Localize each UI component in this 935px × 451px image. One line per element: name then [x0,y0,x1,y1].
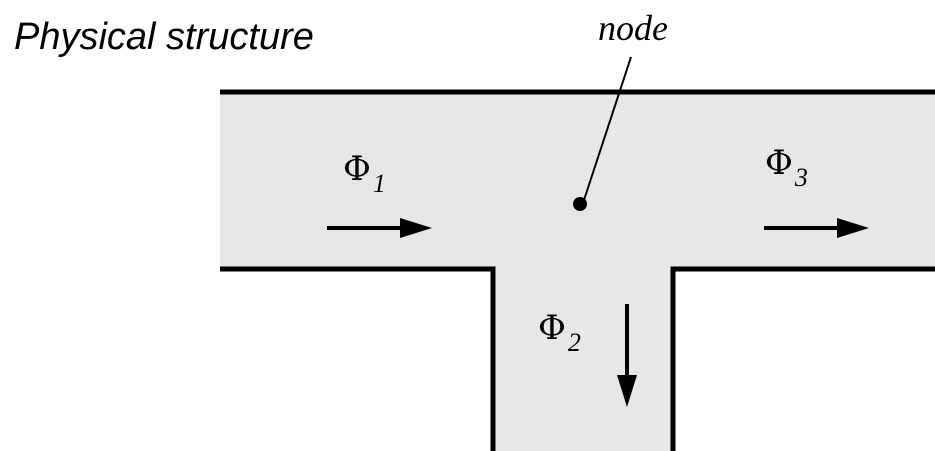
flux-3-symbol: Φ [765,143,793,183]
flux-3-subscript: 3 [794,163,808,192]
node-dot [573,197,587,211]
pipe-right-bottom-wall [670,266,935,451]
flux-1-label: Φ1 [343,149,386,198]
flux-1-arrow [327,218,432,238]
diagram-title: Physical structure [14,16,314,58]
pipe-fill [220,92,935,451]
pipe-left-bottom-wall [220,266,496,451]
flux-2-symbol: Φ [538,308,566,348]
flux-3-label: Φ3 [765,143,808,192]
flux-2-subscript: 2 [568,328,581,357]
flux-1-symbol: Φ [343,149,371,189]
flux-1-subscript: 1 [373,169,386,198]
flux-2-label: Φ2 [538,308,581,357]
node-pointer-line [583,56,632,201]
node-label: node [598,8,668,48]
flux-2-arrow [617,304,637,407]
flux-3-arrow [764,218,869,238]
